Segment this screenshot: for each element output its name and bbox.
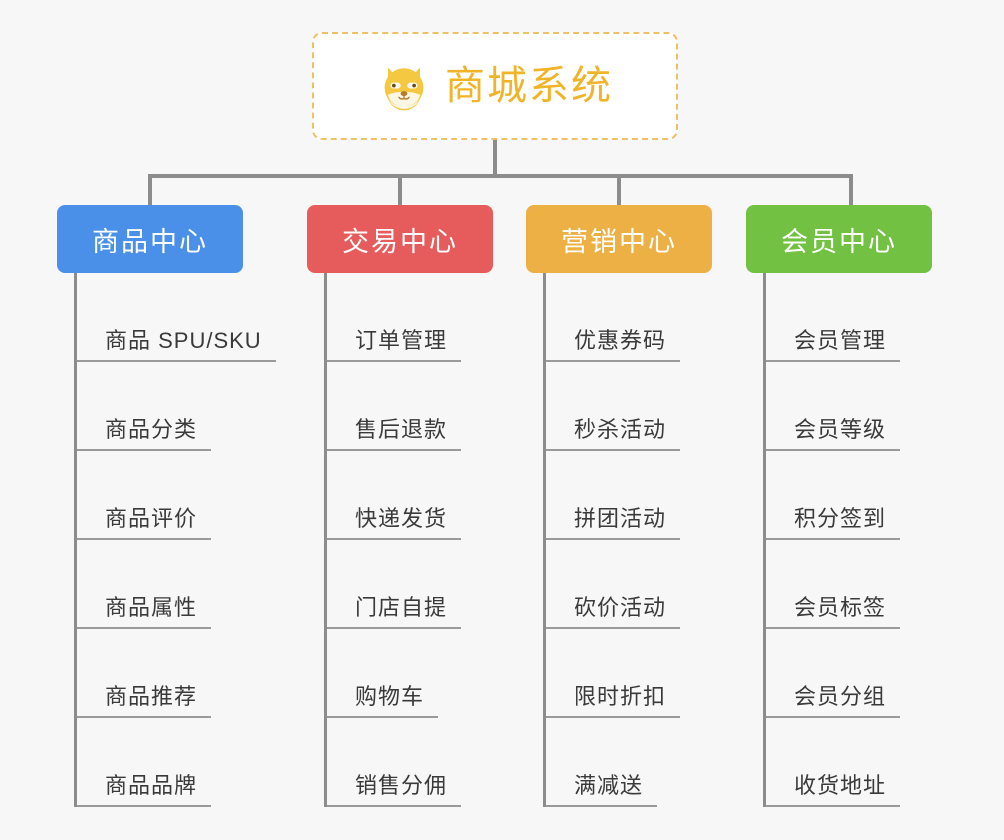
leaf-label: 会员等级 — [794, 416, 887, 442]
category-label: 商品中心 — [92, 226, 208, 257]
leaf-label: 销售分佣 — [355, 772, 448, 798]
list-item[interactable]: 拼团活动 — [546, 451, 712, 540]
leaf-label: 商品品牌 — [105, 772, 198, 798]
list-item[interactable]: 秒杀活动 — [546, 362, 712, 451]
leaf-label: 会员标签 — [794, 594, 887, 620]
branch-product-center: 商品 SPU/SKU 商品分类 商品评价 商品属性 商品推荐 商品品牌 — [74, 273, 276, 807]
leaf-label: 商品评价 — [105, 505, 198, 531]
list-item[interactable]: 砍价活动 — [546, 540, 712, 629]
leaf-label: 商品推荐 — [105, 683, 198, 709]
category-label: 营销中心 — [561, 226, 677, 257]
list-item[interactable]: 快递发货 — [327, 451, 493, 540]
leaf-label: 购物车 — [355, 683, 425, 709]
connector-root-stem — [493, 140, 497, 176]
list-item[interactable]: 商品品牌 — [77, 718, 276, 807]
branch-marketing-center: 优惠券码 秒杀活动 拼团活动 砍价活动 限时折扣 满减送 — [543, 273, 712, 807]
list-item[interactable]: 积分签到 — [766, 451, 932, 540]
category-box-product-center[interactable]: 商品中心 — [57, 205, 243, 273]
list-item[interactable]: 会员标签 — [766, 540, 932, 629]
list-item[interactable]: 会员分组 — [766, 629, 932, 718]
leaf-label: 限时折扣 — [574, 683, 667, 709]
category-box-member-center[interactable]: 会员中心 — [746, 205, 932, 273]
leaf-label: 满减送 — [574, 772, 644, 798]
leaf-label: 订单管理 — [355, 327, 448, 353]
category-box-trade-center[interactable]: 交易中心 — [307, 205, 493, 273]
list-item[interactable]: 商品分类 — [77, 362, 276, 451]
root-title: 商城系统 — [445, 64, 613, 108]
list-item[interactable]: 商品 SPU/SKU — [77, 273, 276, 362]
column-member-center: 会员中心 会员管理 会员等级 积分签到 会员标签 会员分组 收货地址 — [746, 205, 932, 807]
list-item[interactable]: 商品推荐 — [77, 629, 276, 718]
list-item[interactable]: 优惠券码 — [546, 273, 712, 362]
leaf-label: 收货地址 — [794, 772, 887, 798]
leaf-label: 秒杀活动 — [574, 416, 667, 442]
dog-face-icon — [384, 67, 424, 111]
list-item[interactable]: 售后退款 — [327, 362, 493, 451]
list-item[interactable]: 会员等级 — [766, 362, 932, 451]
column-product-center: 商品中心 商品 SPU/SKU 商品分类 商品评价 商品属性 商品推荐 商品品牌 — [57, 205, 276, 807]
connector-drop-3 — [617, 174, 621, 207]
column-marketing-center: 营销中心 优惠券码 秒杀活动 拼团活动 砍价活动 限时折扣 满减送 — [526, 205, 712, 807]
root-node[interactable]: 商城系统 — [312, 32, 678, 140]
column-trade-center: 交易中心 订单管理 售后退款 快递发货 门店自提 购物车 销售分佣 — [307, 205, 493, 807]
category-label: 会员中心 — [781, 226, 897, 257]
connector-drop-1 — [148, 174, 152, 207]
leaf-label: 售后退款 — [355, 416, 448, 442]
leaf-label: 砍价活动 — [574, 594, 667, 620]
leaf-label: 拼团活动 — [574, 505, 667, 531]
list-item[interactable]: 收货地址 — [766, 718, 932, 807]
list-item[interactable]: 会员管理 — [766, 273, 932, 362]
leaf-label: 会员管理 — [794, 327, 887, 353]
connector-drop-2 — [398, 174, 402, 207]
connector-drop-4 — [849, 174, 853, 207]
leaf-label: 商品 SPU/SKU — [105, 327, 262, 353]
category-box-marketing-center[interactable]: 营销中心 — [526, 205, 712, 273]
leaf-label: 商品属性 — [105, 594, 198, 620]
list-item[interactable]: 限时折扣 — [546, 629, 712, 718]
list-item[interactable]: 订单管理 — [327, 273, 493, 362]
branch-trade-center: 订单管理 售后退款 快递发货 门店自提 购物车 销售分佣 — [324, 273, 493, 807]
list-item[interactable]: 购物车 — [327, 629, 493, 718]
list-item[interactable]: 销售分佣 — [327, 718, 493, 807]
connector-horizontal-bar — [148, 174, 853, 178]
leaf-label: 会员分组 — [794, 683, 887, 709]
leaf-label: 优惠券码 — [574, 327, 667, 353]
leaf-label: 快递发货 — [355, 505, 448, 531]
list-item[interactable]: 商品属性 — [77, 540, 276, 629]
leaf-label: 门店自提 — [355, 594, 448, 620]
category-label: 交易中心 — [342, 226, 458, 257]
list-item[interactable]: 门店自提 — [327, 540, 493, 629]
leaf-label: 商品分类 — [105, 416, 198, 442]
branch-member-center: 会员管理 会员等级 积分签到 会员标签 会员分组 收货地址 — [763, 273, 932, 807]
leaf-label: 积分签到 — [794, 505, 887, 531]
list-item[interactable]: 商品评价 — [77, 451, 276, 540]
list-item[interactable]: 满减送 — [546, 718, 712, 807]
